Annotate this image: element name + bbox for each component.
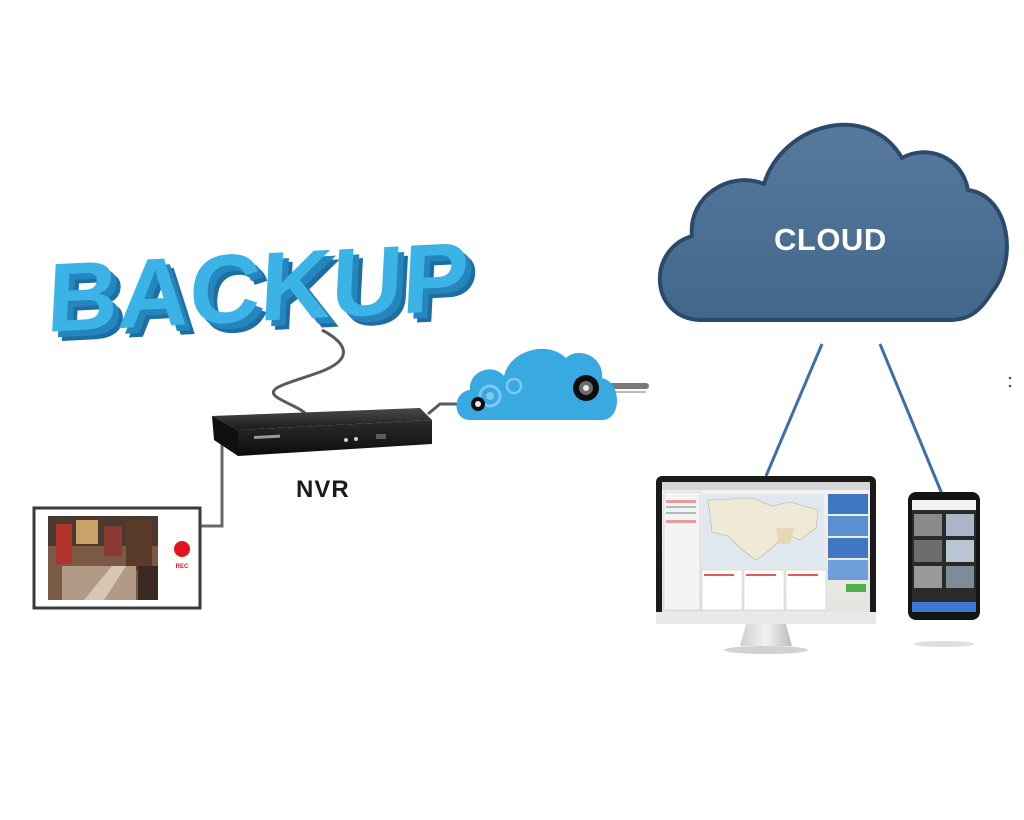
cloud-gear-icon: [456, 348, 617, 420]
backup-3d-text: BACKUP BACKUP BACKUP: [45, 221, 481, 362]
cloud-phone-link: [878, 343, 944, 495]
cloud-monitor-link: [764, 343, 824, 477]
smartphone-icon: [908, 492, 980, 647]
desktop-monitor-icon: [656, 476, 876, 654]
camera-feed-frame: [32, 506, 202, 610]
nvr-device-icon: [212, 408, 432, 456]
svg-text:BACKUP: BACKUP: [54, 231, 481, 362]
svg-text:BACKUP: BACKUP: [50, 227, 477, 358]
rec-badge: REC: [176, 564, 189, 570]
record-dot-icon: REC: [174, 541, 190, 570]
backup-cable: [271, 328, 345, 416]
backup-label: BACKUP: [45, 221, 472, 352]
nvr-label: NVR: [296, 476, 350, 503]
cloud-icon: [657, 122, 1009, 322]
cloud-label: CLOUD: [774, 222, 887, 257]
nvr-camera-cable: [200, 444, 224, 528]
